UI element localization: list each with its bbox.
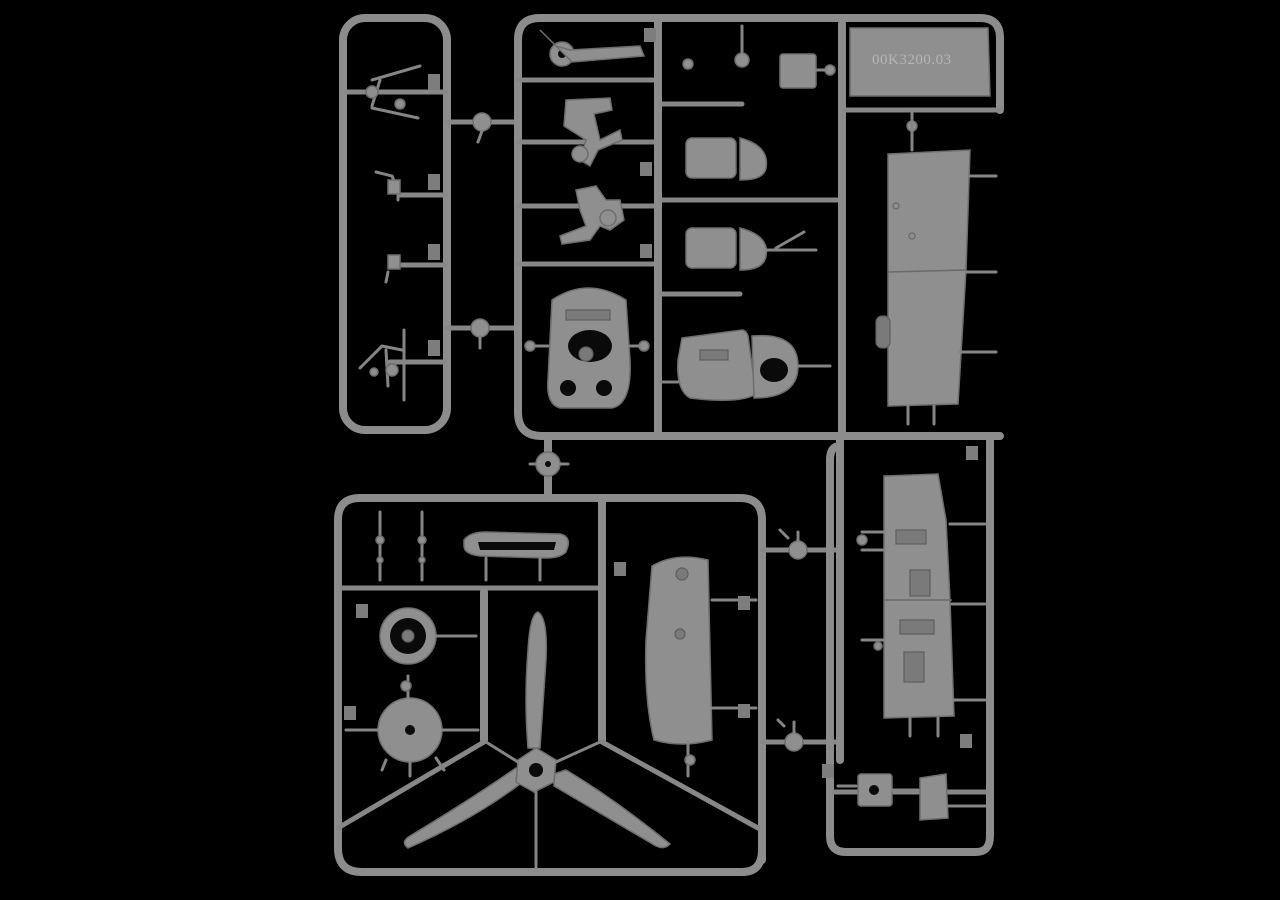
sprue-label-plate: 00K3200.03 [849,27,991,97]
lower-left-frame [334,432,843,876]
seat-frame-parts [559,97,652,258]
sprue-code-text: 00K3200.03 [872,52,952,68]
propeller [403,611,672,870]
left-narrow-frame [339,14,518,434]
seat-shell-parts [685,24,818,271]
fuselage-half-upper [875,110,998,426]
windscreen-part [463,531,570,582]
engine-backplate [344,674,480,778]
gear-arm-part [539,28,694,70]
attachment-nodes [470,112,492,350]
hub-node [528,451,570,477]
bulkhead-part [524,287,650,409]
small-square-parts [836,734,988,821]
right-lower-frame [822,432,994,856]
small-pins [375,510,427,582]
small-panel-part [779,53,836,89]
side-nodes [776,528,808,752]
cowling-panel-part [614,556,758,778]
runner-tabs-right [822,446,978,778]
runner-tabs-left [428,74,440,356]
engine-cowl-ring [356,604,478,665]
small-parts-column [358,64,422,402]
cockpit-floor-part [658,329,832,401]
upper-center-frame: 00K3200.03 [514,14,1004,440]
fuselage-half-lower [856,473,988,738]
